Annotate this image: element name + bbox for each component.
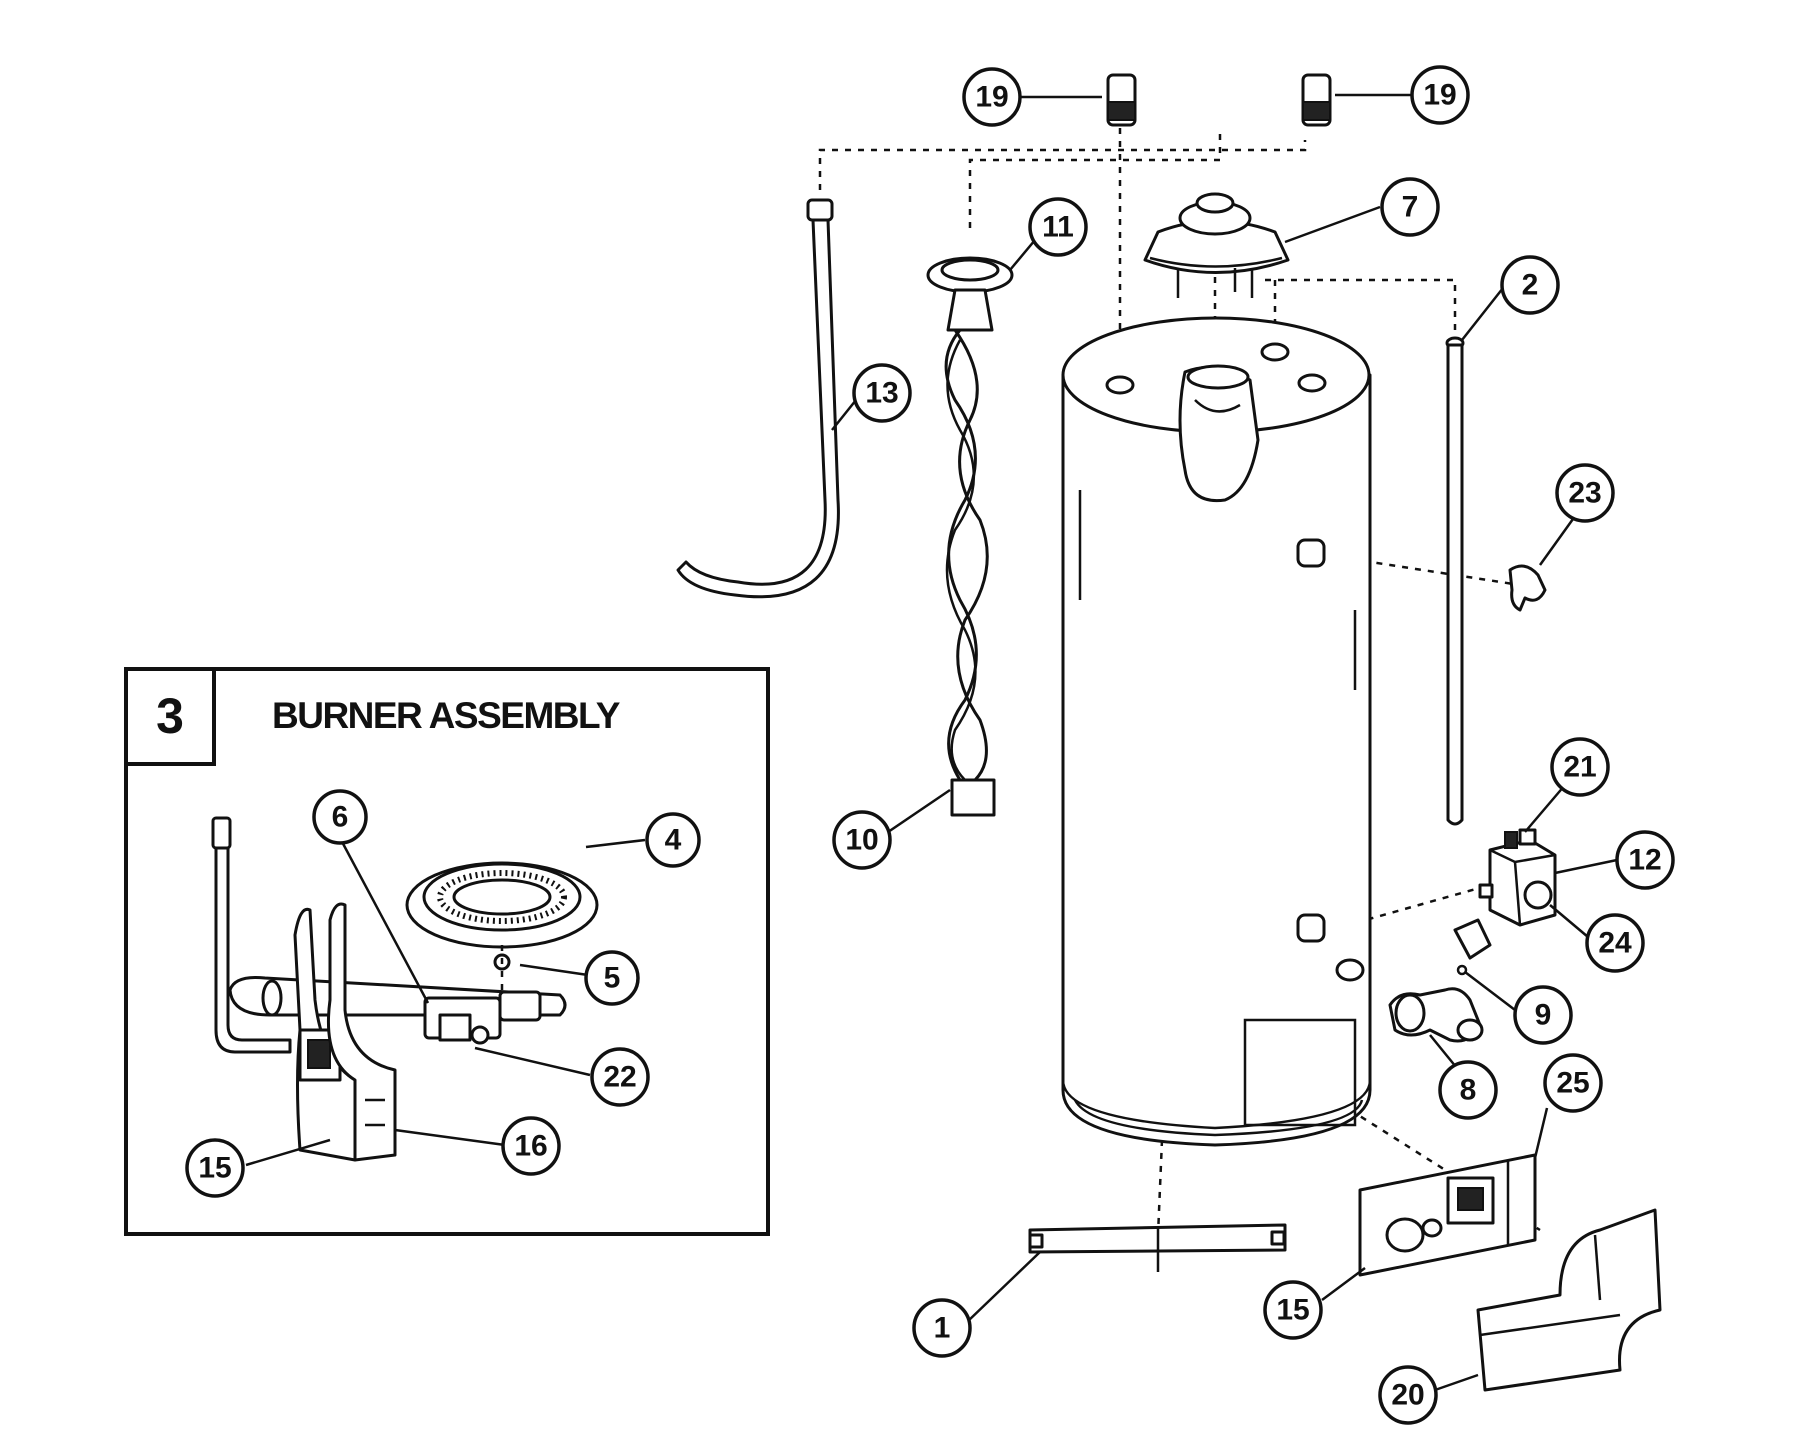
burner-ring-4 (405, 861, 599, 949)
water-heater-tank (1061, 316, 1372, 1147)
heat-trap-nipple-right (1301, 73, 1332, 127)
svg-text:1: 1 (934, 1312, 951, 1345)
callout-24: 24 (1585, 913, 1645, 973)
svg-text:7: 7 (1402, 191, 1419, 224)
callout-1: 1 (912, 1298, 972, 1358)
draft-hood (1143, 192, 1290, 298)
bracket-1 (1028, 1223, 1287, 1272)
inset-number: 3 (156, 688, 184, 744)
callout-23: 23 (1555, 463, 1615, 523)
svg-text:16: 16 (514, 1130, 547, 1163)
callout-16: 16 (501, 1116, 561, 1176)
callout-7: 7 (1380, 177, 1440, 237)
svg-text:25: 25 (1556, 1067, 1589, 1100)
clip-23 (1508, 564, 1547, 612)
callout-10: 10 (832, 810, 892, 870)
svg-text:4: 4 (665, 824, 682, 857)
flexible-tube-13 (676, 198, 840, 599)
callout-13: 13 (852, 363, 912, 423)
svg-text:15: 15 (1276, 1294, 1309, 1327)
svg-text:21: 21 (1563, 751, 1596, 784)
callout-15-inset: 15 (185, 1138, 245, 1198)
outer-door-25 (1358, 1153, 1537, 1277)
svg-text:19: 19 (975, 81, 1008, 114)
svg-text:8: 8 (1460, 1074, 1477, 1107)
anode-rod-2 (1445, 336, 1465, 826)
callout-11: 11 (1028, 197, 1088, 257)
svg-text:2: 2 (1522, 269, 1539, 302)
callout-22: 22 (590, 1047, 650, 1107)
callout-15: 15 (1263, 1280, 1323, 1340)
callout-21: 21 (1550, 737, 1610, 797)
svg-text:13: 13 (865, 377, 898, 410)
callout-8: 8 (1438, 1060, 1498, 1120)
shield-20 (1476, 1208, 1662, 1392)
svg-text:6: 6 (332, 801, 349, 834)
burner-assembly-inset: 3 BURNER ASSEMBLY (124, 667, 770, 1236)
svg-text:11: 11 (1042, 211, 1074, 244)
pilot-assembly-22 (438, 1013, 490, 1045)
svg-text:15: 15 (198, 1152, 231, 1185)
drain-valve-cap-9 (1453, 918, 1492, 976)
callout-25: 25 (1543, 1053, 1603, 1113)
svg-text:24: 24 (1598, 927, 1632, 960)
callout-6: 6 (312, 789, 368, 845)
leader-lines (831, 93, 1618, 1392)
callout-19-right: 19 (1410, 65, 1470, 125)
flue-baffle-top-11 (926, 256, 1014, 332)
callout-4: 4 (645, 812, 701, 868)
inset-title: BURNER ASSEMBLY (272, 695, 621, 736)
burner-plate-16 (326, 902, 397, 1162)
callout-5: 5 (584, 950, 640, 1006)
callout-20: 20 (1378, 1365, 1438, 1425)
svg-text:20: 20 (1391, 1379, 1424, 1412)
gas-control-valve-12 (1478, 828, 1557, 927)
callout-9: 9 (1513, 985, 1573, 1045)
flue-baffle-twist-10 (944, 328, 996, 817)
callout-12: 12 (1615, 830, 1675, 890)
svg-text:5: 5 (604, 962, 621, 995)
svg-text:12: 12 (1628, 844, 1661, 877)
callout-2: 2 (1500, 255, 1560, 315)
drain-valve-8 (1388, 987, 1484, 1043)
heat-trap-nipple-left (1106, 73, 1137, 127)
svg-text:9: 9 (1535, 999, 1552, 1032)
callout-19-left: 19 (962, 67, 1022, 127)
svg-text:22: 22 (603, 1061, 636, 1094)
pilot-tube (211, 816, 292, 1054)
svg-text:23: 23 (1568, 477, 1601, 510)
svg-text:10: 10 (845, 824, 878, 857)
svg-text:19: 19 (1423, 79, 1456, 112)
